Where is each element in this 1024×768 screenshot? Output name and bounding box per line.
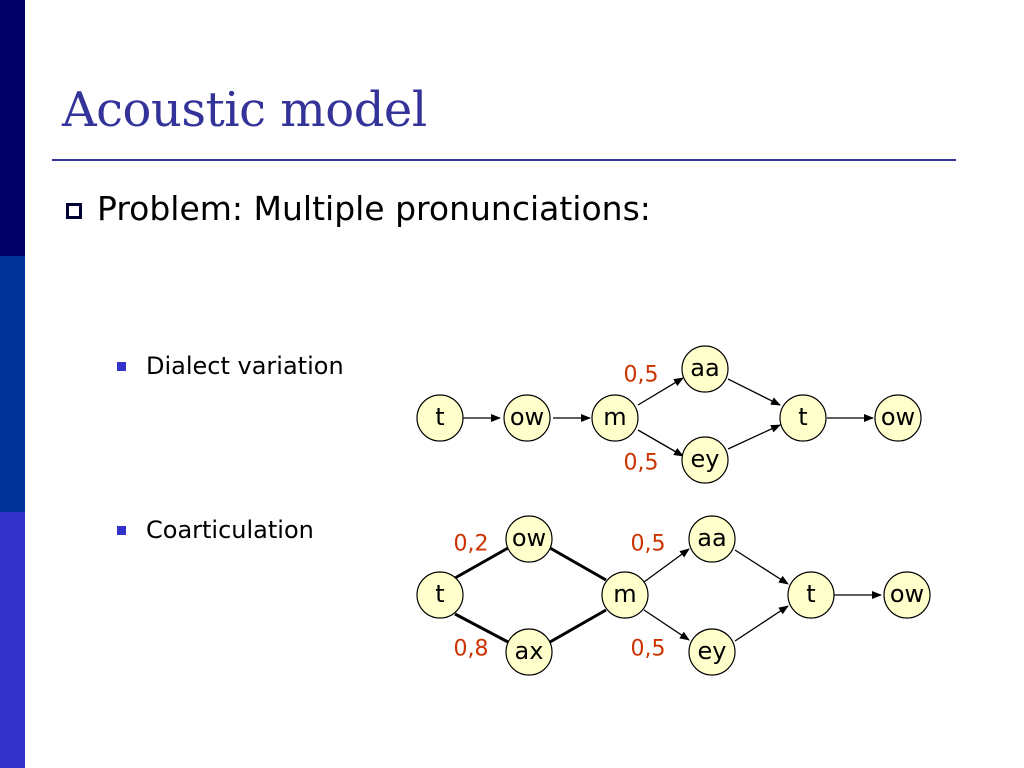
edge-m-aa — [643, 548, 690, 583]
node-label: ow — [890, 580, 924, 608]
node-t: t — [416, 571, 464, 619]
node-label: aa — [690, 354, 719, 382]
node-label: ow — [881, 403, 915, 431]
node-ow: ow — [503, 394, 551, 442]
title-divider — [52, 159, 956, 161]
node-label: aa — [697, 524, 726, 552]
node-aa: aa — [681, 345, 729, 393]
sub-bullet-text: Coarticulation — [146, 516, 314, 544]
edge-m-ey — [643, 609, 690, 641]
node-label: m — [613, 580, 636, 608]
node-m: m — [591, 394, 639, 442]
edge-t-ow — [454, 546, 509, 580]
main-bullet: Problem: Multiple pronunciations: — [66, 189, 651, 228]
edge-m-aa — [637, 377, 684, 406]
slide-title: Acoustic model — [62, 82, 427, 138]
node-label: t — [806, 580, 815, 608]
node-t: t — [416, 394, 464, 442]
probability-ey: 0,5 — [631, 637, 666, 662]
node-ow: ow — [505, 515, 553, 563]
edge-ey-t — [734, 605, 789, 642]
node-label: m — [603, 403, 626, 431]
node-ow-2: ow — [874, 394, 922, 442]
sub-bullet-text: Dialect variation — [146, 352, 344, 380]
side-bar-dark — [0, 0, 25, 256]
edge-m-ey — [637, 429, 684, 457]
node-label: ow — [512, 524, 546, 552]
main-bullet-text: Problem: Multiple pronunciations: — [97, 189, 651, 228]
probability-ey: 0,5 — [624, 451, 659, 476]
side-bar-light — [0, 512, 25, 768]
probability-aa: 0,5 — [631, 532, 666, 557]
square-bullet-icon — [117, 525, 126, 535]
node-ow-2: ow — [883, 571, 931, 619]
edge-t-ax — [454, 612, 509, 644]
node-ey: ey — [681, 436, 729, 484]
node-label: t — [435, 580, 444, 608]
edge-ow-m — [549, 546, 607, 582]
node-label: ey — [691, 445, 720, 473]
edge-aa-t — [727, 378, 781, 406]
node-t-2: t — [779, 394, 827, 442]
node-label: ow — [510, 403, 544, 431]
node-ey: ey — [688, 628, 736, 676]
probability-ow: 0,2 — [454, 532, 489, 557]
sub-bullet-dialect: Dialect variation — [117, 352, 344, 380]
edge-ax-m — [549, 608, 607, 644]
square-bullet-icon — [117, 361, 126, 371]
node-label: t — [798, 403, 807, 431]
node-m: m — [601, 571, 649, 619]
side-bar-mid — [0, 256, 25, 512]
probability-ax: 0,8 — [454, 637, 489, 662]
coarticulation-diagram: t ow ax m aa ey — [416, 515, 931, 676]
node-label: t — [435, 403, 444, 431]
hollow-square-bullet-icon — [66, 202, 82, 219]
node-label: ey — [698, 637, 727, 665]
node-t-2: t — [787, 571, 835, 619]
probability-aa: 0,5 — [624, 363, 659, 388]
edge-aa-t — [734, 549, 789, 585]
sub-bullet-coarticulation: Coarticulation — [117, 516, 314, 544]
node-label: ax — [515, 637, 544, 665]
dialect-variation-diagram: t ow m aa ey t — [416, 345, 922, 484]
edge-ey-t — [727, 424, 781, 450]
node-ax: ax — [505, 628, 553, 676]
node-aa: aa — [688, 515, 736, 563]
